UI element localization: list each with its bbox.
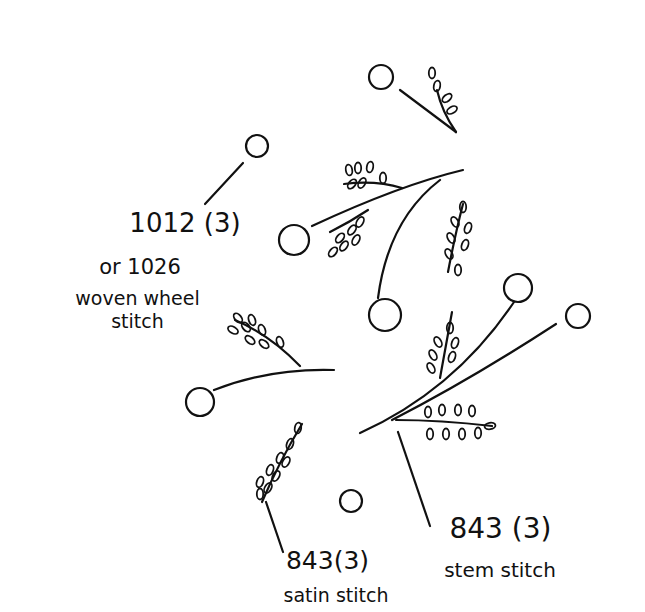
woven-wheel-circle	[340, 490, 362, 512]
stem-line	[396, 420, 492, 426]
woven-wheel-circle	[279, 225, 309, 255]
leaf-stitch	[460, 202, 466, 213]
thread-number: 843(3)	[280, 546, 375, 576]
stitch-name: stem stitch	[425, 558, 575, 582]
leaf-stitch	[227, 324, 240, 335]
leaf-stitch	[350, 234, 361, 247]
leaf-stitch	[354, 216, 365, 229]
leaf-stitch	[459, 429, 465, 440]
woven-wheel-circle	[369, 299, 401, 331]
woven-wheel-circle	[504, 274, 532, 302]
leaf-stitch	[441, 92, 454, 104]
leaf-stitch	[427, 429, 433, 440]
leaf-stitch	[327, 246, 339, 259]
leaf-stitch	[463, 222, 473, 235]
leaf-stitch	[446, 104, 459, 115]
leaf-stitch	[275, 452, 285, 465]
woven-wheel-circle	[369, 65, 393, 89]
woven-wheel-circle	[246, 135, 268, 157]
satin-leaves	[227, 68, 496, 500]
stem-line	[378, 180, 440, 298]
stem-line	[235, 320, 300, 366]
leaf-stitch	[455, 265, 461, 276]
leaf-stitch	[432, 336, 443, 349]
thread-number: or 1026	[85, 255, 195, 280]
leaf-stitch	[366, 161, 374, 173]
thread-number: 1012 (3)	[125, 208, 245, 239]
leaf-stitch	[244, 334, 257, 346]
leaf-stitch	[285, 438, 295, 451]
leaf-stitch	[380, 173, 386, 184]
leaf-stitch	[460, 239, 470, 252]
leaf-stitch	[262, 482, 273, 495]
leaf-stitch	[427, 349, 438, 362]
leaf-stitch	[445, 232, 456, 245]
leaf-stitch	[346, 178, 358, 191]
woven-wheel-circle	[186, 388, 214, 416]
leaf-stitch	[484, 422, 496, 430]
leaf-stitch	[447, 351, 457, 364]
leaf-stitch	[450, 337, 460, 350]
leaf-stitch	[475, 428, 481, 439]
leaf-stitch	[338, 240, 350, 253]
leaf-stitch	[356, 177, 367, 190]
leaf-stitch	[449, 216, 460, 229]
stem-line	[312, 170, 463, 226]
leaf-stitch	[294, 422, 302, 434]
leaf-stitch	[275, 336, 285, 349]
thread-number: 843 (3)	[438, 512, 563, 546]
leaf-stitch	[443, 429, 449, 440]
leaf-stitch	[280, 456, 291, 469]
leaf-stitch	[425, 362, 436, 375]
leaf-stitch	[270, 470, 281, 483]
leaf-stitch	[433, 80, 441, 92]
stitch-name: satin stitch	[262, 584, 410, 607]
woven-wheel-circle	[566, 304, 590, 328]
stem-line	[214, 370, 334, 390]
stem-line	[448, 204, 463, 272]
leaf-stitch	[258, 338, 271, 350]
leaf-stitch	[255, 476, 265, 489]
leaf-stitch	[425, 407, 431, 418]
leaf-stitch	[469, 406, 475, 417]
leaf-stitch	[439, 405, 445, 416]
stem-line	[262, 424, 302, 502]
leaf-stitch	[429, 68, 435, 79]
stitch-name: woven wheel stitch	[70, 287, 205, 333]
leaf-stitch	[443, 248, 454, 261]
leaf-stitch	[447, 323, 453, 334]
leader-line	[266, 502, 283, 552]
leaf-stitch	[345, 164, 353, 176]
stem-line	[360, 302, 514, 433]
leaf-stitch	[257, 489, 263, 500]
stem-line	[392, 324, 556, 420]
leaf-stitch	[247, 314, 257, 327]
leaf-stitch	[455, 405, 461, 416]
leader-line	[205, 163, 243, 204]
leaf-stitch	[257, 324, 267, 337]
leaf-stitch	[355, 163, 361, 174]
leader-line	[398, 432, 430, 526]
